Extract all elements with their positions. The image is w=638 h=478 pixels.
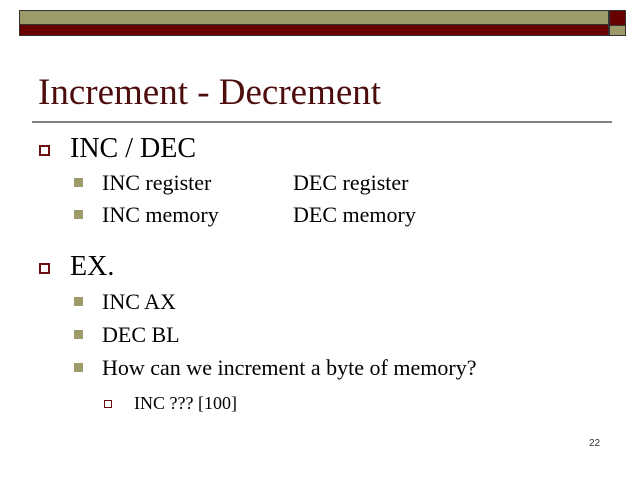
filled-square-bullet-icon — [74, 297, 83, 306]
sub-bullet-text: How can we increment a byte of memory? — [102, 355, 477, 380]
filled-square-bullet-icon — [74, 178, 83, 187]
bullet-text: EX. — [70, 251, 115, 282]
slide-title: Increment - Decrement — [38, 72, 382, 113]
header-band-tan — [19, 10, 609, 25]
filled-square-bullet-icon — [74, 210, 83, 219]
header-corner-tan — [609, 26, 626, 36]
hollow-square-bullet-icon — [39, 263, 50, 274]
sub-sub-bullet-text: INC ??? [100] — [134, 393, 237, 413]
sub-bullet-text: INC memory — [102, 202, 219, 227]
header-band-maroon — [19, 25, 609, 36]
title-divider — [32, 121, 612, 123]
sub-bullet-text-right: DEC register — [293, 170, 409, 195]
sub-bullet-text: INC AX — [102, 289, 176, 314]
filled-square-bullet-icon — [74, 363, 83, 372]
hollow-square-sub-bullet-icon — [104, 400, 112, 408]
hollow-square-bullet-icon — [39, 145, 50, 156]
sub-bullet-text: DEC BL — [102, 322, 180, 347]
sub-bullet-text: INC register — [102, 170, 212, 195]
filled-square-bullet-icon — [74, 330, 83, 339]
sub-bullet-text-right: DEC memory — [293, 202, 416, 227]
header-corner-maroon — [609, 10, 626, 26]
bullet-text: INC / DEC — [70, 133, 196, 164]
page-number: 22 — [589, 438, 601, 449]
